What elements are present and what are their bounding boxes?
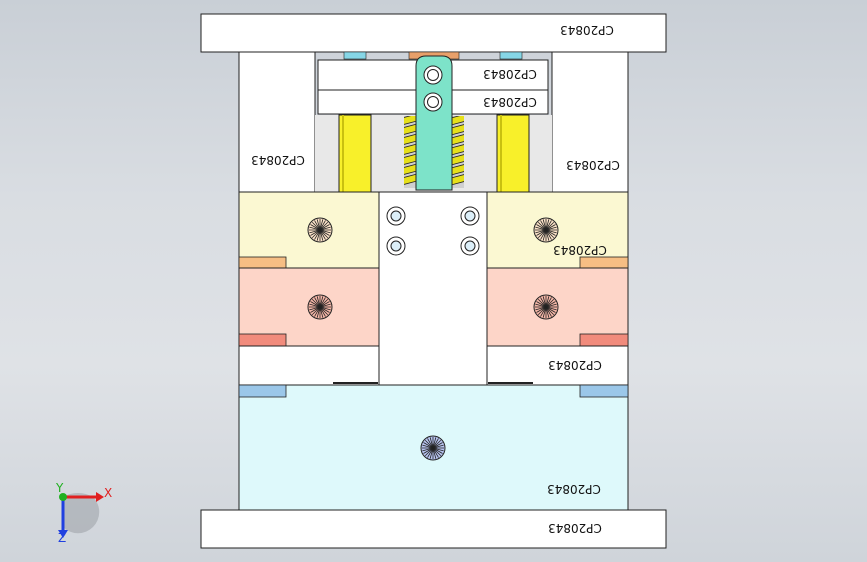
center-insert [378,191,488,386]
insert-bolt-3 [386,236,406,256]
bolt-head-1 [423,65,443,85]
pad-orange-right [579,256,629,269]
spacer-block-left: CP20843 [238,51,316,193]
x-axis-label: X [104,486,112,500]
gate-cavity-right [533,217,559,243]
guide-pin-right [496,114,530,193]
gate-base-center [420,435,446,461]
insert-bolt-2 [460,206,480,226]
insert-bolt-1 [386,206,406,226]
sprue-bar [415,55,453,191]
guide-pin-left [338,114,372,193]
ejector-plate-upper-label: CP20843 [483,67,537,81]
bolt-head-2 [423,92,443,112]
y-axis-label: Y [55,481,64,495]
pad-orange-left [238,256,287,269]
spacer-left-label: CP20843 [251,153,305,167]
spacer-right-label: CP20843 [566,158,620,172]
insert-bolt-4 [460,236,480,256]
pad-blue-right [579,384,629,398]
bottom-plate-label: CP20843 [548,521,602,535]
ejector-plate-lower-label: CP20843 [483,95,537,109]
gate-core-right [533,294,559,320]
top-clamp-plate: CP20843 [200,13,667,53]
pad-blue-left [238,384,287,398]
pad-red-left [238,333,287,347]
gate-cavity-left [307,217,333,243]
a-plate-label: CP20843 [553,243,607,257]
z-axis-label: Z [58,531,66,545]
axis-triad[interactable]: X Y Z [55,481,112,545]
gate-core-left [307,294,333,320]
spacer-block-right: CP20843 [551,51,629,193]
stripper-plate-label: CP20843 [548,358,602,372]
pad-red-right [579,333,629,347]
top-plate-label: CP20843 [560,23,614,37]
bottom-clamp-plate: CP20843 [200,509,667,549]
b-plate-label: CP20843 [547,482,601,496]
y-axis-arrow [59,493,67,501]
